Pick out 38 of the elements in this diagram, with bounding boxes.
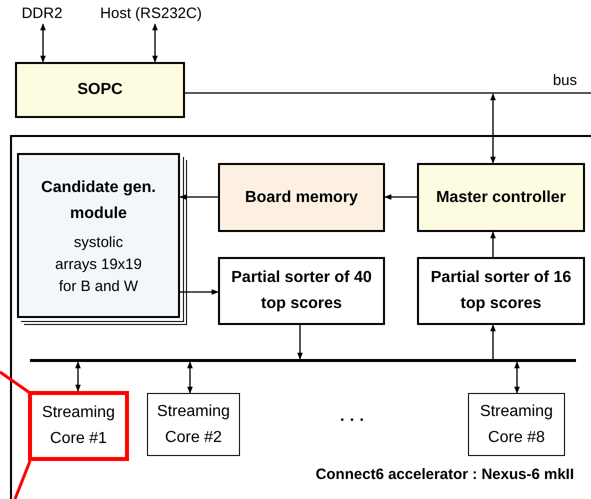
block-box xyxy=(218,163,385,232)
core-box xyxy=(147,393,240,456)
arrow xyxy=(40,23,46,63)
block-label: Master controller xyxy=(435,188,567,208)
arrow xyxy=(514,361,520,394)
arrow xyxy=(490,324,496,359)
block-label: Partial sorter of 16 top scores xyxy=(430,268,572,314)
leader-line xyxy=(14,460,32,499)
module-description: systolic arrays 19x19 for B and W xyxy=(54,233,143,297)
accelerator-title: Connect6 accelerator : Nexus-6 mkII xyxy=(316,466,574,483)
bus-line xyxy=(30,359,576,362)
port-name: Host (RS232C) xyxy=(100,4,202,22)
accelerator-frame xyxy=(10,135,591,499)
block-box xyxy=(218,257,385,325)
leader-line xyxy=(0,370,31,394)
module-title: Candidate gen. module xyxy=(40,178,157,224)
block-box xyxy=(15,62,185,118)
arrow xyxy=(179,194,218,200)
block-label: SOPC xyxy=(76,80,124,100)
arrow xyxy=(152,23,158,63)
block-label: Streaming Core #8 xyxy=(479,402,554,448)
arrow xyxy=(180,289,219,295)
block-label: Board memory xyxy=(244,188,359,208)
block-label: Streaming Core #1 xyxy=(41,403,116,449)
block-box xyxy=(417,257,585,325)
arrow xyxy=(297,325,303,360)
arrow xyxy=(490,93,496,164)
arrow xyxy=(75,361,81,392)
block-label: Streaming Core #2 xyxy=(156,402,231,448)
port-name: DDR2 xyxy=(22,4,62,22)
block-box xyxy=(417,163,585,232)
arrow xyxy=(490,231,496,257)
ellipsis-text: · · · xyxy=(340,412,365,430)
core-box xyxy=(468,393,565,456)
block-label: Partial sorter of 40 top scores xyxy=(230,268,373,314)
arrow xyxy=(384,194,417,200)
arrow xyxy=(187,361,193,394)
core-box xyxy=(28,391,129,461)
